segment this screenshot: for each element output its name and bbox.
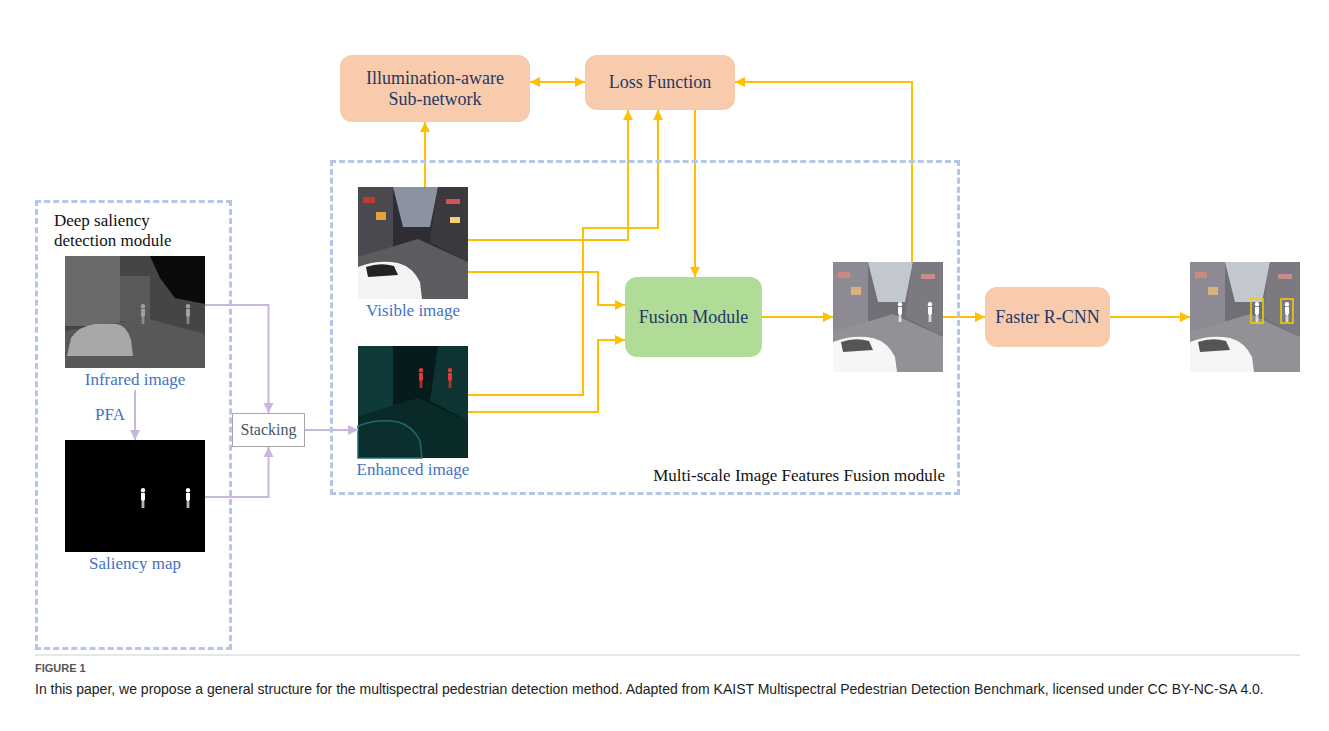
flow-arrow	[735, 82, 1190, 317]
infrared-picture	[65, 318, 205, 368]
image-caption: Enhanced image	[357, 460, 470, 480]
visible-picture	[358, 187, 468, 299]
image-panel: Enhanced image	[358, 346, 468, 480]
flow-connector	[530, 81, 585, 83]
caption-rule	[35, 655, 1300, 656]
box-label: Loss Function	[609, 72, 712, 93]
visible-picture	[358, 262, 422, 299]
saliency-picture	[141, 488, 145, 508]
module-region: Deep saliency detection moduleInfrared i…	[35, 200, 232, 650]
infrared-picture	[150, 256, 205, 304]
image-panel: Infrared image	[65, 256, 205, 390]
module-title: Multi-scale Image Features Fusion module	[653, 466, 945, 486]
box-label: Faster R-CNN	[995, 307, 1100, 328]
figure-caption: In this paper, we propose a general stru…	[35, 680, 1295, 698]
visible-picture	[366, 264, 398, 277]
stacking-box: Stacking	[232, 413, 305, 447]
box-label: Illumination-aware Sub-network	[350, 68, 520, 109]
saliency-picture	[65, 440, 205, 552]
image-caption: Visible image	[366, 301, 460, 321]
saliency-picture	[186, 488, 190, 508]
infrared-picture	[120, 276, 150, 321]
fused-picture	[833, 262, 943, 372]
image-panel: Saliency map	[65, 440, 205, 574]
figure-number: FIGURE 1	[35, 662, 86, 674]
flow-arrow	[735, 82, 912, 262]
flow-connector	[468, 110, 628, 240]
flow-connector	[468, 340, 625, 412]
flow-connector	[205, 447, 269, 497]
process-box: Faster R-CNN	[985, 287, 1110, 347]
detection-result-picture	[1190, 262, 1300, 372]
detection-result-picture	[1190, 262, 1300, 372]
flow-connector	[134, 390, 136, 440]
visible-picture	[446, 199, 460, 204]
box-label: Stacking	[241, 421, 297, 439]
edge-label: PFA	[95, 405, 125, 425]
visible-picture	[450, 217, 460, 223]
detection-result-picture	[1251, 299, 1263, 323]
flow-arrow	[943, 316, 985, 318]
module-region: Multi-scale Image Features Fusion module…	[330, 160, 960, 495]
visible-picture	[358, 187, 468, 299]
module-title: Deep saliency detection module	[54, 211, 204, 250]
flow-arrow	[762, 316, 833, 318]
enhanced-picture	[419, 368, 423, 388]
image-caption: Saliency map	[89, 554, 181, 574]
caption-rule	[35, 655, 1300, 656]
detection-result-picture	[1281, 299, 1293, 323]
flow-connector	[694, 110, 696, 277]
process-box: Loss Function	[585, 55, 735, 110]
visible-picture	[393, 187, 438, 227]
flow-connector	[205, 305, 269, 413]
visible-picture	[358, 239, 468, 299]
infrared-picture	[141, 304, 145, 324]
enhanced-picture	[448, 368, 452, 388]
visible-picture	[376, 212, 386, 220]
infrared-picture	[65, 256, 205, 368]
process-box: Illumination-aware Sub-network	[340, 55, 530, 122]
flow-connector	[424, 122, 426, 187]
infrared-picture	[186, 304, 190, 324]
enhanced-picture	[358, 421, 422, 458]
flow-connector	[468, 272, 625, 305]
saliency-picture	[65, 440, 205, 552]
image-panel: Visible image	[358, 187, 468, 321]
image-caption: Infrared image	[85, 370, 186, 390]
enhanced-picture	[358, 346, 468, 458]
visible-picture	[358, 187, 393, 257]
enhanced-picture	[358, 346, 468, 458]
enhanced-picture	[358, 398, 468, 458]
process-box: Fusion Module	[625, 277, 762, 357]
infrared-picture	[65, 256, 205, 368]
infrared-picture	[67, 324, 133, 356]
visible-picture	[363, 197, 375, 203]
infrared-picture	[65, 256, 120, 326]
box-label: Fusion Module	[639, 307, 749, 328]
fused-picture	[833, 262, 943, 372]
flow-arrow	[1110, 316, 1190, 318]
